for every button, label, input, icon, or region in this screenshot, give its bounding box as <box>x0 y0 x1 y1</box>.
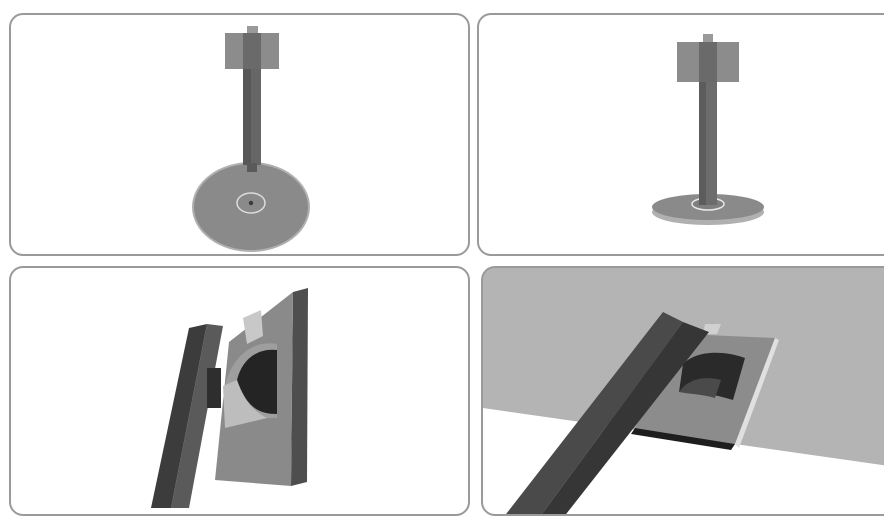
neck-connector <box>247 163 257 172</box>
hinge-closeup-illustration <box>11 268 470 516</box>
panel-stand-base-top-view <box>9 13 470 256</box>
panel-stand-attached-to-monitor <box>481 266 884 516</box>
stand-assembled-illustration <box>479 15 884 256</box>
panel-stand-assembled-front-view <box>477 13 884 256</box>
panel-stand-hinge-closeup <box>9 266 470 516</box>
base-screw-hole <box>249 201 253 205</box>
stand-base-illustration <box>11 15 470 256</box>
attached-stand-illustration <box>483 268 884 516</box>
